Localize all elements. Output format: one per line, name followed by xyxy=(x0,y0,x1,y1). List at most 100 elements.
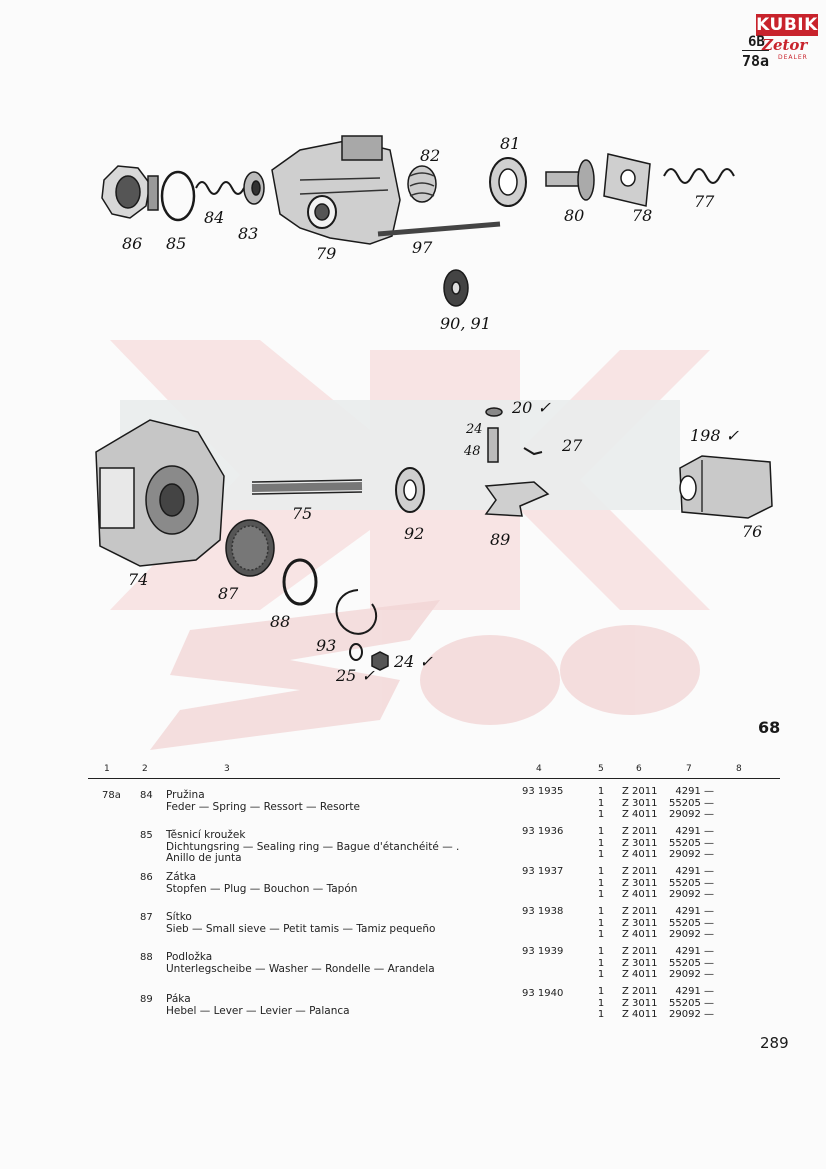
row-translation: Anillo de junta xyxy=(166,852,242,864)
row-name: Pružina xyxy=(166,789,205,801)
part-77-spring xyxy=(663,168,735,184)
code-value: 55205 — xyxy=(669,997,714,1009)
logo-kubik-text: KUBIK xyxy=(756,14,818,36)
row-translation: Dichtungsring — Sealing ring — Bague d'é… xyxy=(166,840,460,853)
qty-value: 1 xyxy=(597,877,605,889)
col-header-7: 7 xyxy=(686,764,692,774)
callout-75: 75 xyxy=(292,504,313,523)
row-part-number: 93 1938 xyxy=(522,906,564,917)
page-ref-bottom: 78a xyxy=(742,50,770,70)
row-codes: 4291 — 55205 — 29092 — xyxy=(644,946,714,981)
row-translation: Unterlegscheibe — Washer — Rondelle — Ar… xyxy=(166,962,435,975)
model-value: Z 2011 xyxy=(622,826,658,837)
row-codes: 4291 — 55205 — 29092 — xyxy=(644,866,714,901)
qty-value: 1 xyxy=(597,837,605,849)
callout-90-91: 90, 91 xyxy=(440,314,491,333)
qty-value: 1 xyxy=(597,1009,605,1020)
callout-83: 83 xyxy=(238,224,259,243)
row-name: Páka xyxy=(166,993,191,1005)
figure-number: 68 xyxy=(758,718,781,737)
part-90-91-washer xyxy=(443,269,469,307)
row-translation: Feder — Spring — Ressort — Resorte xyxy=(166,800,360,813)
row-translation: Sieb — Small sieve — Petit tamis — Tamiz… xyxy=(166,922,436,935)
part-78-plate xyxy=(603,153,651,207)
callout-24-nut: 24 ✓ xyxy=(394,652,433,671)
part-81-nut xyxy=(489,157,527,207)
callout-78: 78 xyxy=(632,206,653,225)
callout-77: 77 xyxy=(694,192,715,211)
part-79-housing xyxy=(271,135,401,245)
callout-89: 89 xyxy=(490,530,511,549)
qty-value: 1 xyxy=(597,969,605,980)
row-description: Pružina Feder — Spring — Ressort — Resor… xyxy=(166,789,360,813)
row-position: 89 xyxy=(140,994,153,1005)
qty-value: 1 xyxy=(597,929,605,940)
model-value: Z 4011 xyxy=(622,1009,658,1020)
part-20-washer xyxy=(485,407,503,417)
callout-74: 74 xyxy=(128,570,149,589)
row-models: Z 2011 Z 3011 Z 4011 xyxy=(622,786,657,821)
callout-81: 81 xyxy=(500,134,521,153)
code-value: 4291 — xyxy=(675,786,714,797)
code-value: 55205 — xyxy=(669,877,714,889)
model-value: Z 4011 xyxy=(622,889,658,900)
row-description: Páka Hebel — Lever — Levier — Palanca xyxy=(166,993,350,1017)
part-76-block xyxy=(679,455,773,519)
part-25-washer xyxy=(349,643,363,661)
part-48-pin xyxy=(487,427,499,463)
row-position: 88 xyxy=(140,952,153,963)
row-position: 87 xyxy=(140,912,153,923)
row-part-number: 93 1939 xyxy=(522,946,564,957)
row-description: Těsnicí kroužek Dichtungsring — Sealing … xyxy=(166,829,460,865)
callout-80: 80 xyxy=(564,206,585,225)
part-27-clip xyxy=(523,447,543,456)
callout-93: 93 xyxy=(316,636,337,655)
callout-88: 88 xyxy=(270,612,291,631)
page-ref-top: 6B xyxy=(748,34,765,50)
callout-24: 24 xyxy=(466,422,483,437)
row-part-number: 93 1935 xyxy=(522,786,564,797)
part-97-rod xyxy=(377,221,501,237)
row-models: Z 2011 Z 3011 Z 4011 xyxy=(622,866,657,901)
code-value: 4291 — xyxy=(675,826,714,837)
qty-value: 1 xyxy=(597,866,605,877)
row-name: Zátka xyxy=(166,871,197,883)
model-value: Z 4011 xyxy=(622,849,658,860)
row-name: Podložka xyxy=(166,951,213,963)
code-value: 29092 — xyxy=(669,969,714,980)
row-quantity: 1 1 1 xyxy=(596,946,606,981)
part-75-shaft xyxy=(251,479,363,495)
row-quantity: 1 1 1 xyxy=(596,906,606,941)
callout-82: 82 xyxy=(420,146,441,165)
model-value: Z 3011 xyxy=(622,997,658,1009)
row-position: 85 xyxy=(140,830,153,841)
qty-value: 1 xyxy=(597,786,605,797)
code-value: 29092 — xyxy=(669,849,714,860)
part-92-bearing xyxy=(395,467,425,513)
callout-198: 198 ✓ xyxy=(690,426,740,445)
model-value: Z 2011 xyxy=(622,866,658,877)
qty-value: 1 xyxy=(597,946,605,957)
row-quantity: 1 1 1 xyxy=(596,866,606,901)
row-name: Sítko xyxy=(166,911,192,923)
code-value: 4291 — xyxy=(675,866,714,877)
callout-87: 87 xyxy=(218,584,239,603)
col-header-2: 2 xyxy=(142,764,148,774)
model-value: Z 4011 xyxy=(622,929,658,940)
logo-zetor-text: Zetor xyxy=(762,36,808,54)
callout-20: 20 ✓ xyxy=(512,398,551,417)
qty-value: 1 xyxy=(597,906,605,917)
logo-dealer-text: DEALER xyxy=(778,54,808,61)
row-part-number: 93 1937 xyxy=(522,866,564,877)
model-value: Z 3011 xyxy=(622,917,658,929)
code-value: 29092 — xyxy=(669,1009,714,1020)
callout-86: 86 xyxy=(122,234,143,253)
page-reference: 6B 78a xyxy=(742,34,770,70)
callout-84: 84 xyxy=(204,208,225,227)
code-value: 29092 — xyxy=(669,809,714,820)
part-74-housing xyxy=(95,419,225,567)
page-number: 289 xyxy=(760,1034,789,1052)
row-description: Sítko Sieb — Small sieve — Petit tamis —… xyxy=(166,911,436,935)
part-85-sealing-ring xyxy=(160,170,196,222)
